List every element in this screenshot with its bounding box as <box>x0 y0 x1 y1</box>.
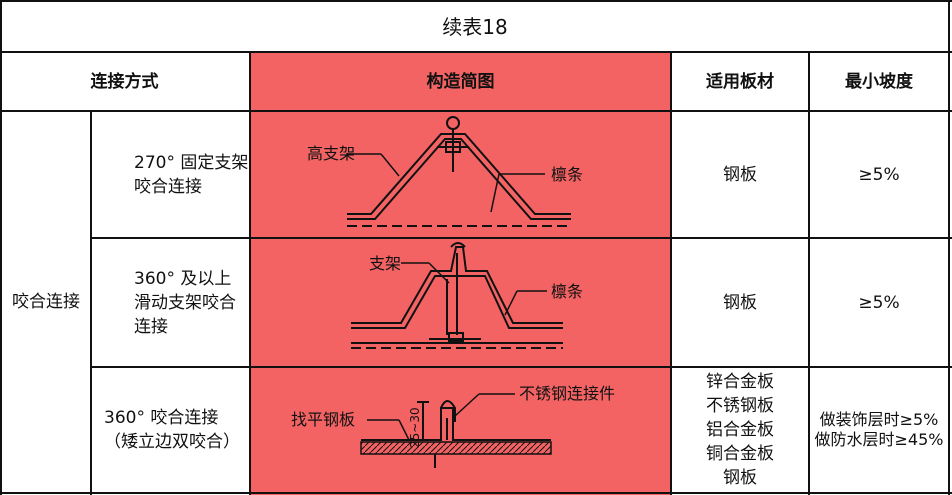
header-diagram: 构造简图 <box>426 71 495 92</box>
row1-slope: ≥5% <box>858 164 900 185</box>
row3-method-line1: 360° 咬合连接 <box>104 408 219 428</box>
border-bottom <box>0 492 952 494</box>
diagram1-label-high-bracket: 高支架 <box>307 144 355 163</box>
table-title: 续表18 <box>442 14 508 39</box>
diagram2-label-bracket: 支架 <box>369 254 401 273</box>
header-connection: 连接方式 <box>90 71 159 92</box>
row3-material-line4: 铜合金板 <box>706 444 774 464</box>
border-row1-bottom <box>90 237 952 239</box>
row3-material-line1: 锌合金板 <box>706 372 774 392</box>
row3-material-line2: 不锈钢板 <box>706 396 774 416</box>
border-header-bottom <box>0 110 952 112</box>
row2-slope: ≥5% <box>858 292 900 313</box>
diagram-360-double-seam: 找平钢板 不锈钢连接件 25~30 <box>291 384 615 468</box>
row1-method-line2: 咬合连接 <box>134 176 202 197</box>
border-top <box>0 0 952 2</box>
row2-method-line2: 滑动支架咬合 <box>134 292 236 313</box>
row3-slope-line1: 做装饰层时≥5% <box>819 410 939 429</box>
row2-material: 钢板 <box>723 292 757 313</box>
diagram-360-sliding-bracket: 支架 檩条 <box>351 242 583 349</box>
row1-method: 270° 固定支架 咬合连接 <box>134 112 249 237</box>
diagram3-label-leveling-steel: 找平钢板 <box>291 410 355 429</box>
header-material: 适用板材 <box>706 71 774 92</box>
row2-method-line1: 360° 及以上 <box>134 268 232 289</box>
diagram-270-fixed-bracket: 高支架 檩条 <box>307 116 583 227</box>
diagram1-label-purlin: 檩条 <box>551 165 583 184</box>
row3-slope-line2: 做防水层时≥45% <box>814 430 944 449</box>
diagram2-label-purlin: 檩条 <box>551 282 583 301</box>
header-slope: 最小坡度 <box>845 71 913 92</box>
border-col-diagram-right <box>670 51 672 495</box>
row2-method: 360° 及以上 滑动支架咬合 连接 <box>134 239 249 366</box>
row3-material-line5: 钢板 <box>723 468 757 488</box>
highlight-header-cell <box>251 53 670 110</box>
border-row2-bottom <box>90 366 952 368</box>
row2-method-line3: 连接 <box>134 316 168 337</box>
diagram3-label-stainless-connector: 不锈钢连接件 <box>519 384 615 403</box>
border-col-slope <box>808 51 810 495</box>
border-col-diagram-left <box>249 51 251 495</box>
row3-slope: 做装饰层时≥5% 做防水层时≥45% <box>810 368 948 492</box>
row3-material: 锌合金板 不锈钢板 铝合金板 铜合金板 钢板 <box>672 368 808 492</box>
border-left <box>0 0 2 495</box>
row1-method-line1: 270° 固定支架 <box>134 152 249 173</box>
border-col-group <box>90 110 92 495</box>
row3-method: 360° 咬合连接 （矮立边双咬合） <box>104 368 249 492</box>
diagram3-label-height-dim: 25~30 <box>408 407 422 448</box>
row1-material: 钢板 <box>723 164 757 185</box>
highlight-diagram-column <box>251 112 670 495</box>
row3-material-line3: 铝合金板 <box>706 420 774 440</box>
border-title-bottom <box>0 51 952 53</box>
row3-method-line2: （矮立边双咬合） <box>104 432 240 452</box>
group-label: 咬合连接 <box>12 292 80 312</box>
border-right <box>948 0 950 495</box>
